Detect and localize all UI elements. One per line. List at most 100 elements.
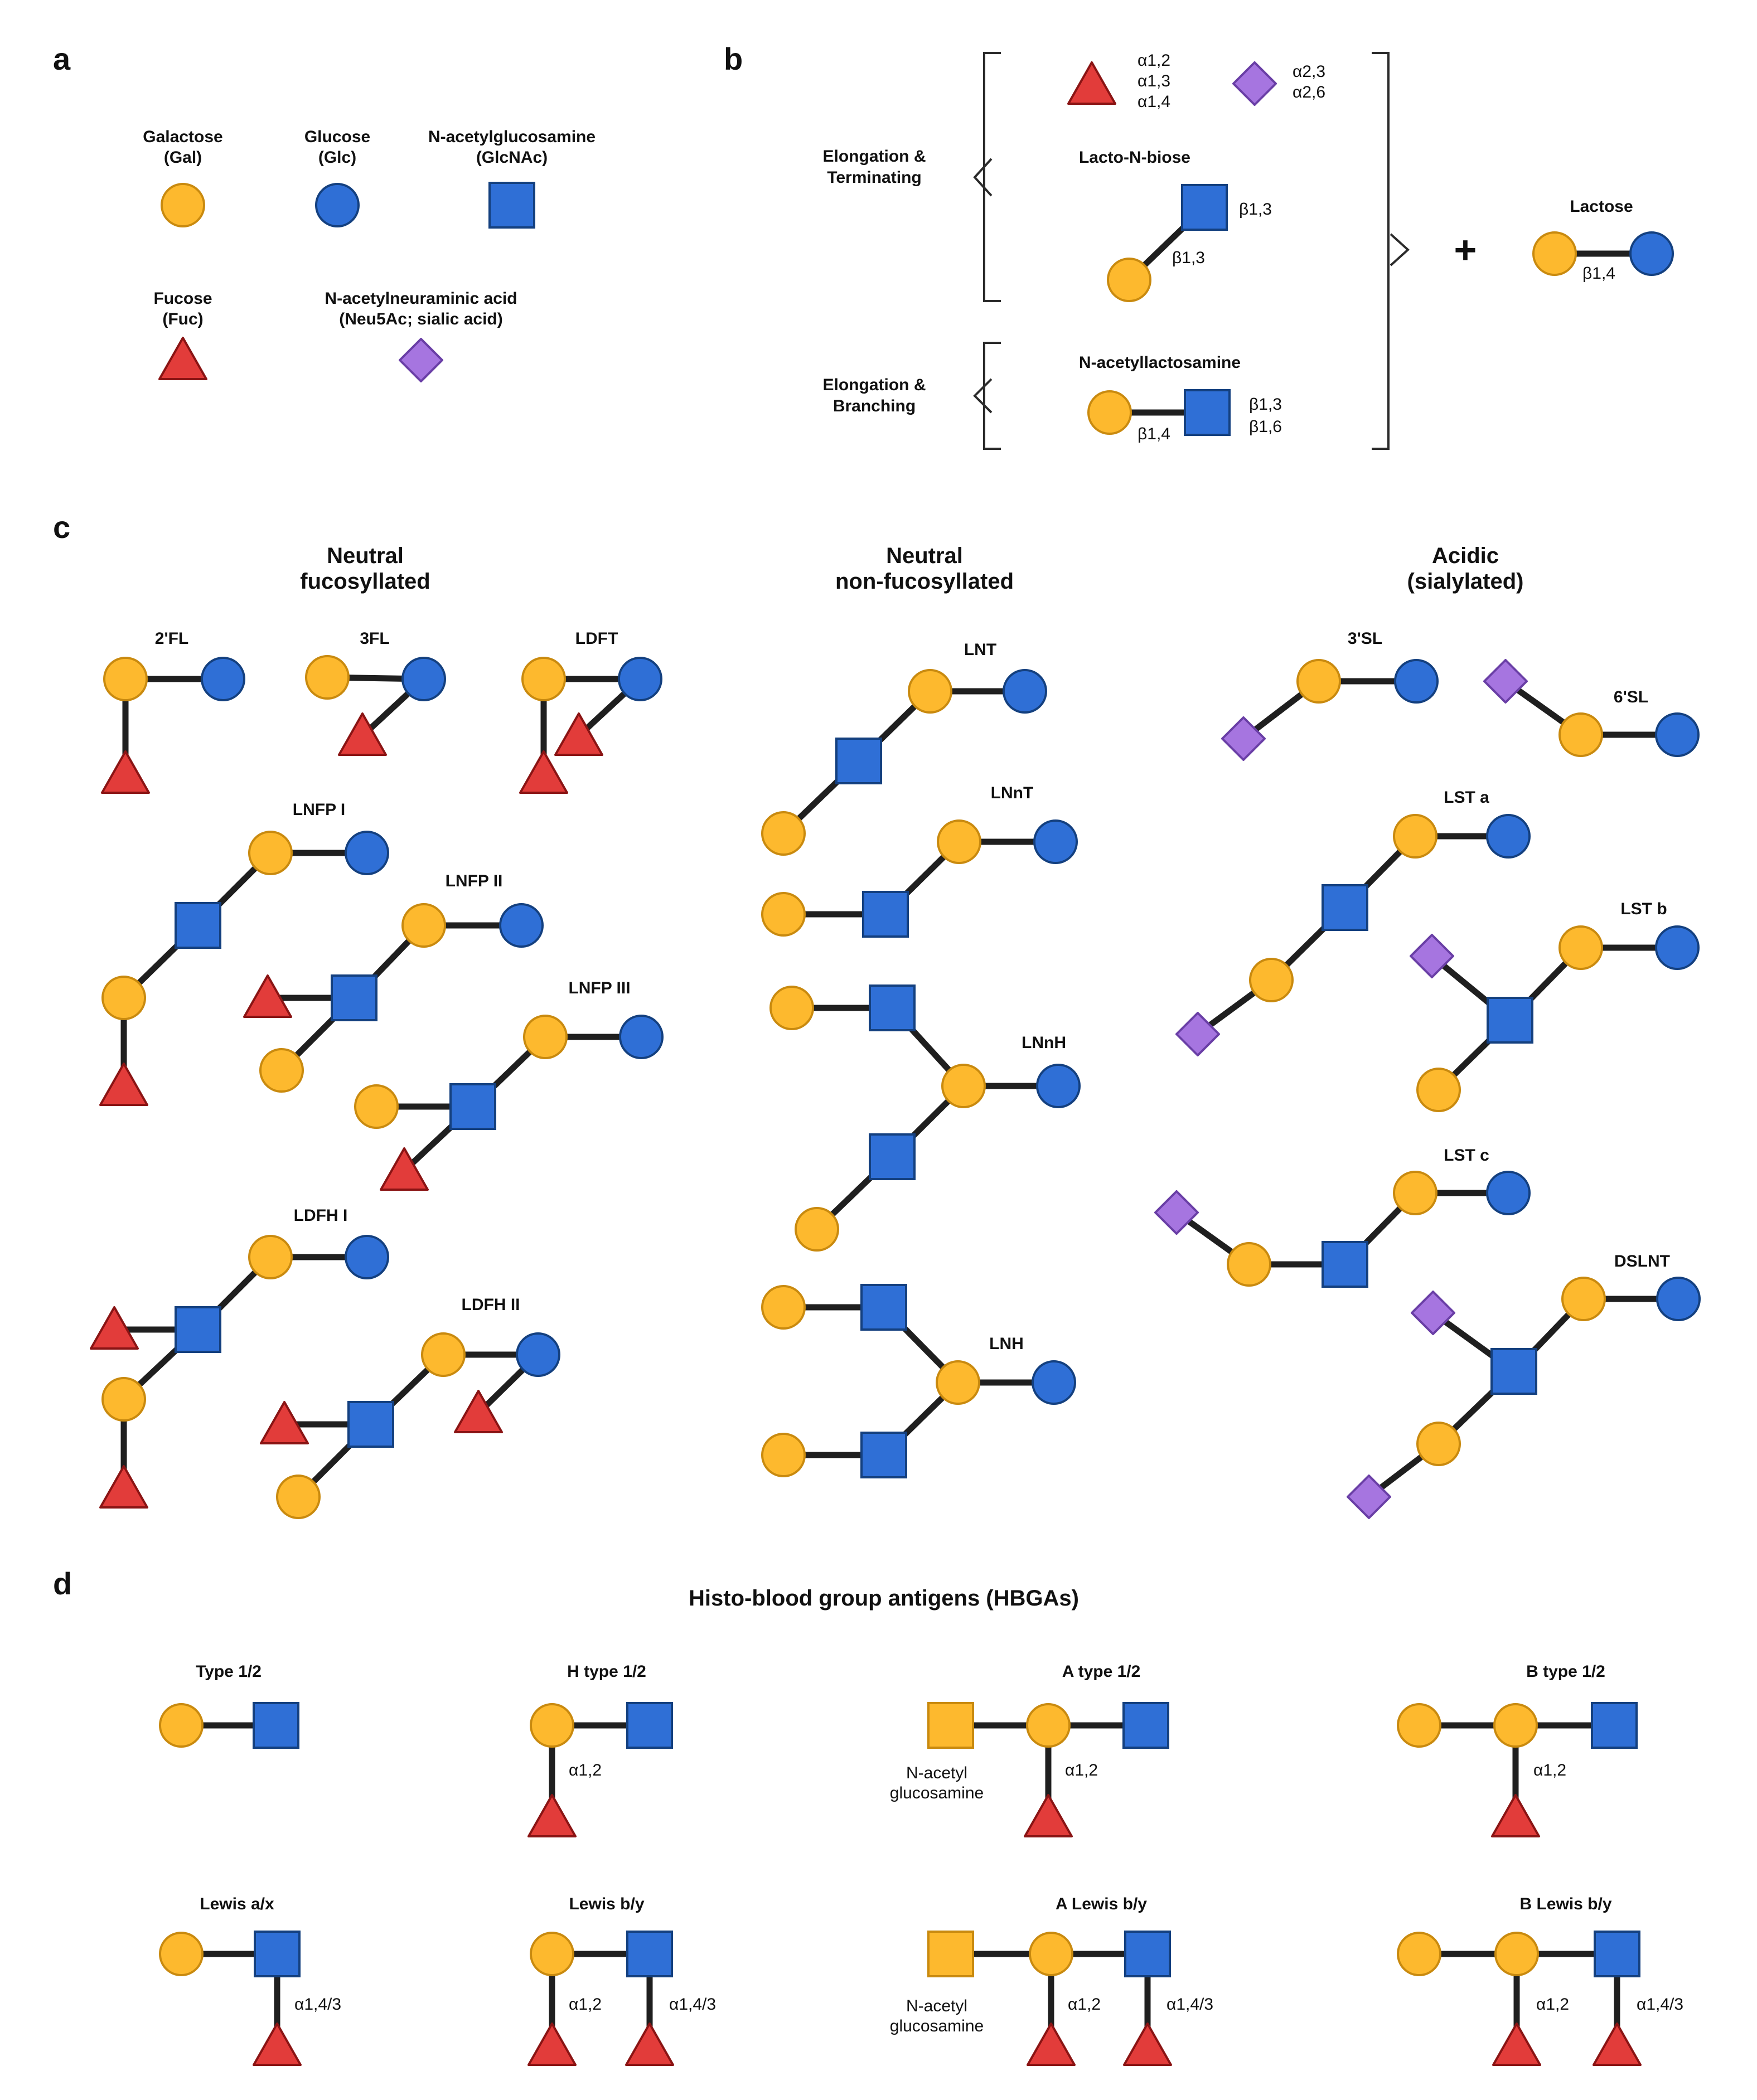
name-lnfp2: LNFP II — [446, 872, 503, 890]
glcnac-symbol — [254, 1931, 301, 1977]
glycan-ldfh1 — [90, 1235, 389, 1509]
glycan-lst-a — [1175, 814, 1531, 1056]
glycan-lnfp2 — [243, 903, 544, 1093]
name-ldfh2: LDFH II — [462, 1296, 520, 1314]
hbga-lewis-a — [159, 1931, 302, 2066]
bracket-elong-term-notch — [973, 158, 993, 197]
fucose-symbol — [625, 2023, 674, 2066]
name-lstb: LST b — [1620, 900, 1667, 918]
fucose-symbol — [99, 1063, 148, 1106]
glucose-symbol — [1655, 712, 1700, 757]
glycan-6sl — [1483, 659, 1700, 757]
hbga-a-lewis — [927, 1931, 1172, 2066]
name-2fl: 2'FL — [155, 629, 188, 648]
lactose-link: β1,4 — [1582, 264, 1615, 283]
galactose-symbol — [1416, 1422, 1461, 1466]
fucose-symbol — [527, 2023, 577, 2066]
name-ldfh1: LDFH I — [294, 1206, 348, 1225]
sialic-example — [1232, 61, 1277, 106]
fucose-symbol — [527, 1794, 577, 1837]
bracket-elong-branch-notch — [973, 378, 993, 414]
glcnac-symbol — [1184, 389, 1231, 436]
galactose-symbol — [908, 669, 952, 714]
glcnac-symbol — [860, 1432, 907, 1478]
legend-neu — [399, 338, 443, 382]
legend-glcnac-abbr: (GlcNAc) — [476, 148, 548, 167]
fucose-symbol — [101, 750, 150, 794]
legend-neu-name: N-acetylneuraminic acid — [325, 289, 517, 308]
elong-term-label-1: Elongation & — [823, 147, 926, 166]
glycan-lnfp1 — [99, 831, 389, 1106]
fucose-symbol — [519, 750, 568, 794]
panel-c-structure-names: 2'FL 3FL LDFT LNFP I LNFP II LNFP III LD… — [155, 629, 1670, 1353]
hbga-b-type — [1397, 1702, 1638, 1837]
glcnac-symbol — [1487, 997, 1533, 1044]
panel-c-symbols — [90, 655, 1701, 1519]
galactose-symbol — [1087, 390, 1132, 435]
glycan-dslnt — [1347, 1277, 1701, 1519]
glucose-symbol — [618, 657, 662, 701]
bracket-right — [1372, 52, 1390, 450]
lnb-link-2: β1,3 — [1172, 249, 1205, 267]
legend-glc-name: Glucose — [304, 128, 370, 146]
galactose-symbol — [1558, 712, 1603, 757]
glcnac-symbol — [1122, 1702, 1169, 1749]
legend-glc — [315, 183, 360, 227]
glycan-lnnh — [769, 984, 1081, 1252]
name-atype: A type 1/2 — [1062, 1662, 1141, 1681]
fucose-symbol — [554, 712, 603, 756]
lewisb-a143: α1,4/3 — [669, 1995, 716, 2014]
glcnac-symbol — [1594, 1931, 1640, 1977]
lacto-n-biose — [1107, 184, 1228, 302]
galactose-symbol — [761, 1285, 806, 1330]
panel-a-legend: Galactose (Gal) Glucose (Glc) N-acetylgl… — [143, 128, 596, 328]
lacnac-link: β1,4 — [1138, 425, 1170, 443]
sialic-acid-symbol — [1483, 659, 1528, 704]
panel-b-brackets — [973, 52, 1410, 450]
lactose-title: Lactose — [1570, 197, 1633, 216]
col-fucosylated-title-2: fucosyllated — [300, 569, 430, 594]
galactose-symbol — [1393, 1171, 1437, 1215]
galactose-symbol — [305, 655, 350, 700]
name-dslnt: DSLNT — [1614, 1252, 1670, 1270]
panel-label-a: a — [53, 41, 71, 76]
panel-label-c: c — [53, 510, 70, 545]
galactose-symbol — [1532, 231, 1577, 276]
glycan-lst-b — [1410, 925, 1700, 1112]
lacnac-ext-1: β1,3 — [1249, 395, 1282, 414]
galactose-symbol — [103, 657, 148, 701]
glcnac-symbol — [860, 1284, 907, 1331]
galactose-symbol — [523, 1015, 568, 1059]
glycan-lnnt — [761, 819, 1078, 938]
galactose-symbol — [159, 1703, 204, 1748]
alewis-nacetyl-1: N-acetyl — [906, 1997, 967, 2015]
galactose-symbol — [1029, 1932, 1073, 1976]
sialic-acid-symbol — [1411, 1291, 1455, 1335]
name-btype: B type 1/2 — [1526, 1662, 1605, 1681]
glcnac-symbol — [626, 1931, 673, 1977]
name-lnnt: LNnT — [991, 784, 1034, 802]
name-blewis: B Lewis b/y — [1519, 1895, 1611, 1913]
glycan-lst-c — [1154, 1171, 1531, 1288]
name-lnt: LNT — [964, 641, 996, 659]
galactose-symbol — [521, 657, 566, 701]
glycan-ldfh2 — [260, 1332, 560, 1519]
name-ldft: LDFT — [575, 629, 618, 648]
a-a12: α1,2 — [1065, 1761, 1098, 1779]
bracket-right-notch — [1390, 233, 1410, 266]
galactose-symbol — [421, 1332, 466, 1377]
galactose-symbol — [530, 1932, 574, 1976]
galactose-symbol — [761, 892, 806, 937]
legend-fuc-abbr: (Fuc) — [162, 310, 203, 328]
legend-glc-abbr: (Glc) — [318, 148, 356, 167]
elong-branch-label-1: Elongation & — [823, 376, 926, 394]
name-3fl: 3FL — [360, 629, 389, 648]
galactose-symbol — [1393, 814, 1437, 859]
glucose-symbol — [1656, 1277, 1701, 1321]
glucose-symbol — [499, 903, 544, 948]
fucose-symbol — [1123, 2023, 1172, 2066]
col-nonfucosylated-title-1: Neutral — [886, 544, 963, 568]
galactose-symbol — [936, 1360, 980, 1405]
panel-b-symbols — [1067, 61, 1674, 436]
